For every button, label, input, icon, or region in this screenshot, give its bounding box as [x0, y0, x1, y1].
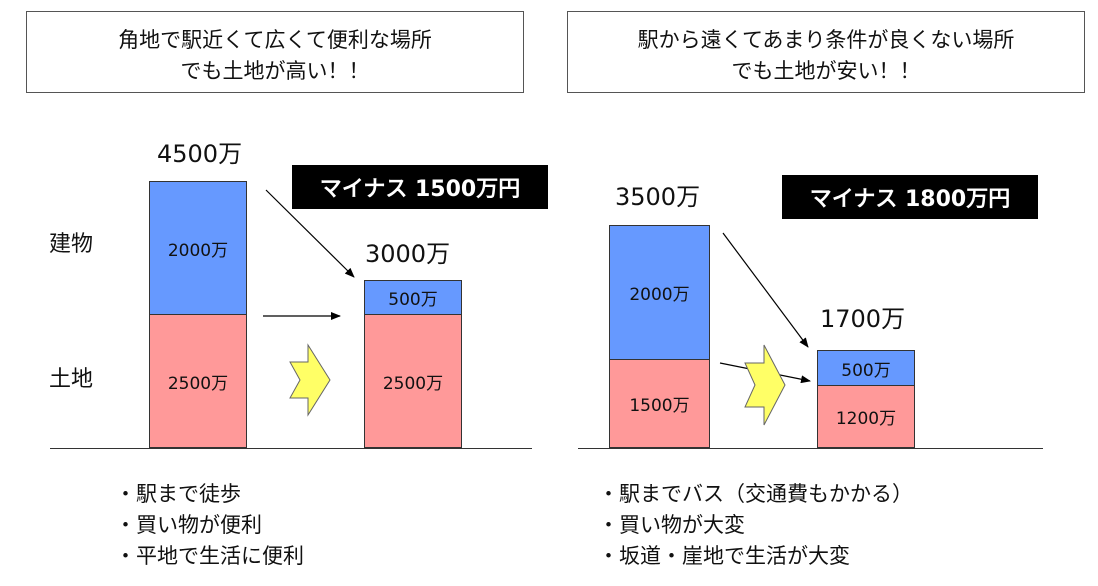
left-after-land-bar: 2500万: [364, 314, 462, 448]
right-after-building-value: 500万: [841, 360, 891, 381]
left-caption-box: 角地で駅近くて広くて便利な場所 でも土地が高い！！: [26, 11, 524, 93]
right-after-land-bar: 1200万: [817, 385, 915, 448]
right-minus-text: マイナス 1800万円: [809, 187, 1011, 212]
left-after-total: 3000万: [365, 240, 451, 268]
right-diagonal-arrow-icon: [722, 232, 809, 348]
list-item: 平地で生活に便利: [115, 541, 304, 572]
left-before-land-bar: 2500万: [149, 314, 247, 448]
left-before-total: 4500万: [157, 140, 243, 168]
left-minus-text: マイナス 1500万円: [319, 177, 521, 202]
left-after-building-bar: 500万: [364, 280, 462, 315]
left-minus-label: マイナス 1500万円: [292, 165, 548, 209]
right-caption-line2: でも土地が安い！！: [731, 59, 921, 83]
right-caption-box: 駅から遠くてあまり条件が良くない場所 でも土地が安い！！: [567, 11, 1085, 93]
left-after-building-value: 500万: [388, 290, 438, 310]
list-item: 駅までバス（交通費もかかる）: [598, 479, 913, 510]
list-item: 駅まで徒歩: [115, 479, 304, 510]
left-before-building-bar: 2000万: [149, 181, 247, 315]
left-bullet-list: 駅まで徒歩 買い物が便利 平地で生活に便利: [115, 479, 304, 572]
right-baseline: [578, 448, 1043, 449]
left-before-building-value: 2000万: [167, 240, 229, 261]
left-before-land-value: 2500万: [167, 373, 229, 394]
left-caption-line1: 角地で駅近くて広くて便利な場所: [118, 28, 432, 52]
left-diagonal-arrow-icon: [265, 189, 355, 278]
list-item: 買い物が大変: [598, 510, 913, 541]
right-before-building-bar: 2000万: [609, 225, 710, 360]
right-before-building-value: 2000万: [629, 285, 690, 305]
right-bullet-list: 駅までバス（交通費もかかる） 買い物が大変 坂道・崖地で生活が大変: [598, 479, 913, 572]
left-baseline: [50, 448, 532, 449]
building-label: 建物: [49, 232, 94, 257]
right-caption-line1: 駅から遠くてあまり条件が良くない場所: [637, 28, 1015, 52]
right-after-building-bar: 500万: [817, 350, 915, 386]
list-item: 坂道・崖地で生活が大変: [598, 541, 913, 572]
right-after-total: 1700万: [820, 305, 906, 333]
right-block-arrow-icon: [744, 344, 786, 426]
list-item: 買い物が便利: [115, 510, 304, 541]
right-after-land-value: 1200万: [835, 409, 897, 429]
right-before-land-value: 1500万: [629, 396, 690, 416]
left-after-land-value: 2500万: [382, 373, 444, 394]
right-before-land-bar: 1500万: [609, 359, 710, 448]
land-label: 土地: [49, 367, 94, 392]
right-minus-label: マイナス 1800万円: [782, 175, 1038, 219]
right-before-total: 3500万: [615, 183, 701, 211]
left-block-arrow-icon: [289, 343, 331, 417]
left-caption-line2: でも土地が高い！！: [180, 59, 370, 83]
